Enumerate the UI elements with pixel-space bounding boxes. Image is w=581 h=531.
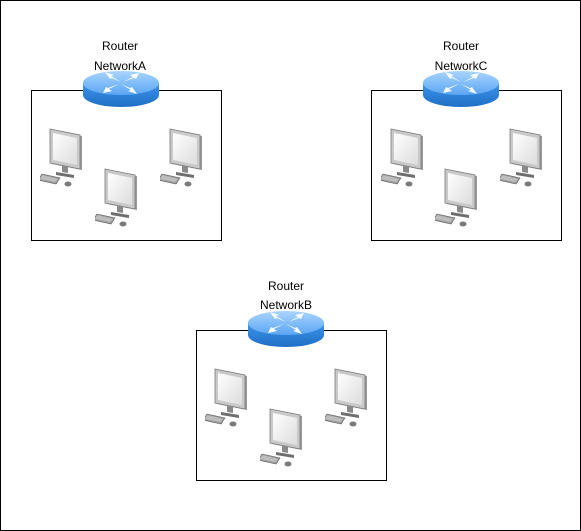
network-label-b: NetworkB xyxy=(259,298,312,312)
desktop-computer-icon xyxy=(500,128,550,190)
router-label-a: Router xyxy=(101,39,139,53)
router-label-c: Router xyxy=(442,39,480,53)
router-icon xyxy=(246,309,326,349)
desktop-computer-icon xyxy=(205,368,255,430)
router-label-b: Router xyxy=(267,279,305,293)
desktop-computer-icon xyxy=(325,368,375,430)
router-icon xyxy=(81,69,161,109)
desktop-computer-icon xyxy=(260,408,310,470)
network-label-a: NetworkA xyxy=(93,59,146,73)
desktop-computer-icon xyxy=(435,168,485,230)
desktop-computer-icon xyxy=(40,128,90,190)
network-label-c: NetworkC xyxy=(434,59,488,73)
desktop-computer-icon xyxy=(381,128,431,190)
desktop-computer-icon xyxy=(160,128,210,190)
desktop-computer-icon xyxy=(95,168,145,230)
router-icon xyxy=(421,69,501,109)
